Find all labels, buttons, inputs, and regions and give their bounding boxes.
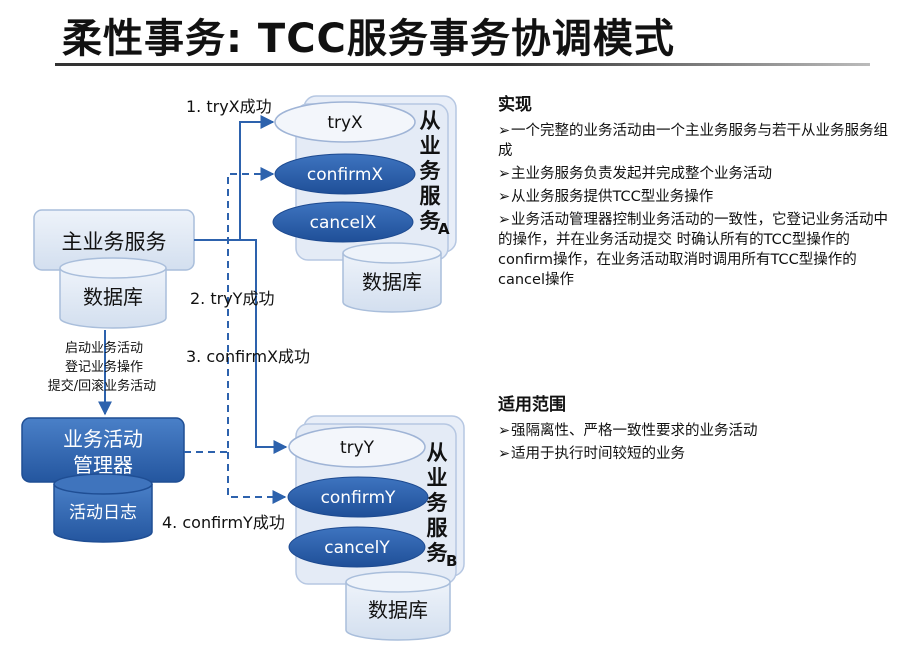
implementation-list: ➢一个完整的业务活动由一个主业务服务与若干从业务服务组成 ➢主业务服务负责发起并… <box>498 121 893 290</box>
implementation-item: ➢业务活动管理器控制业务活动的一致性，它登记业务活动中的操作，并在业务活动提交 … <box>498 212 888 288</box>
tryX-label: tryX <box>327 113 363 133</box>
bullet-arrow-icon: ➢ <box>498 446 511 462</box>
slave-service-a-char-4: 服 <box>420 184 442 208</box>
bullet-arrow-icon: ➢ <box>498 423 511 439</box>
tryY-label: tryY <box>340 438 375 458</box>
main-service: 主业务服务 <box>33 209 195 271</box>
cancelY-op: cancelY <box>288 526 426 568</box>
implementation-item: ➢从业务服务提供TCC型业务操作 <box>498 189 714 205</box>
slave-service-a-char-5: 务 <box>420 209 442 233</box>
slave-service-a-suffix: A <box>438 220 450 238</box>
scope-heading: 适用范围 <box>498 395 566 415</box>
slave-service-a-char-3: 务 <box>420 159 442 183</box>
scope-list: ➢强隔离性、严格一致性要求的业务活动 ➢适用于执行时间较短的业务 <box>498 421 893 464</box>
confirmY-label: confirmY <box>321 488 396 508</box>
main-database-label: 数据库 <box>83 285 143 309</box>
step-4-label: 4. confirmY成功 <box>162 513 285 532</box>
manager-note-2: 登记业务操作 <box>65 359 143 375</box>
tryY-op: tryY <box>288 426 426 468</box>
confirmY-op: confirmY <box>287 476 429 518</box>
slave-service-a-char-2: 业 <box>420 134 441 158</box>
cancelY-label: cancelY <box>324 538 390 558</box>
database-a: 数据库 <box>342 242 442 313</box>
arrow-confirm-x <box>184 167 275 453</box>
cancelX-op: cancelX <box>272 201 414 243</box>
arrow-try-y <box>194 239 288 454</box>
manager-note-3: 提交/回滚业务活动 <box>48 378 156 394</box>
implementation-item: ➢主业务服务负责发起并完成整个业务活动 <box>498 166 772 182</box>
database-a-label: 数据库 <box>362 270 422 294</box>
main-database: 数据库 <box>59 257 167 329</box>
tryX-op: tryX <box>274 101 416 143</box>
cancelX-label: cancelX <box>310 213 377 233</box>
database-b: 数据库 <box>345 571 451 641</box>
bullet-arrow-icon: ➢ <box>498 212 511 228</box>
slave-service-b-char-5: 务 <box>427 541 449 565</box>
manager-note-1: 启动业务活动 <box>65 340 143 356</box>
scope-item: ➢适用于执行时间较短的业务 <box>498 446 685 462</box>
implementation-heading: 实现 <box>498 95 532 115</box>
slave-service-b-suffix: B <box>446 552 457 570</box>
activity-manager-line1: 业务活动 <box>63 427 143 451</box>
step-3-label: 3. confirmX成功 <box>186 347 310 366</box>
scope-section: 适用范围 ➢强隔离性、严格一致性要求的业务活动 ➢适用于执行时间较短的业务 <box>498 390 893 467</box>
slave-service-b-char-3: 务 <box>427 491 449 515</box>
implementation-section: 实现 ➢一个完整的业务活动由一个主业务服务与若干从业务服务组成 ➢主业务服务负责… <box>498 90 893 293</box>
bullet-arrow-icon: ➢ <box>498 123 511 139</box>
bullet-arrow-icon: ➢ <box>498 166 511 182</box>
arrow-confirm-y <box>227 452 287 504</box>
activity-log: 活动日志 <box>53 473 153 543</box>
confirmX-op: confirmX <box>274 153 416 195</box>
main-service-label: 主业务服务 <box>62 230 167 254</box>
database-b-label: 数据库 <box>368 598 428 622</box>
slave-service-b-char-2: 业 <box>427 466 448 490</box>
slave-service-a-char-1: 从 <box>420 109 441 133</box>
activity-log-label: 活动日志 <box>69 503 137 523</box>
activity-manager: 业务活动 管理器 <box>21 417 185 483</box>
implementation-item: ➢一个完整的业务活动由一个主业务服务与若干从业务服务组成 <box>498 123 888 159</box>
slave-service-b-char-1: 从 <box>427 441 448 465</box>
activity-manager-line2: 管理器 <box>73 453 133 477</box>
bullet-arrow-icon: ➢ <box>498 189 511 205</box>
slave-service-b-char-4: 服 <box>427 516 449 540</box>
arrow-try-x <box>194 115 275 241</box>
page-title: 柔性事务: TCC服务事务协调模式 <box>62 16 675 62</box>
step-2-label: 2. tryY成功 <box>190 289 274 308</box>
confirmX-label: confirmX <box>307 165 383 185</box>
scope-item: ➢强隔离性、严格一致性要求的业务活动 <box>498 423 758 439</box>
step-1-label: 1. tryX成功 <box>186 97 272 116</box>
title-underline <box>55 63 870 66</box>
